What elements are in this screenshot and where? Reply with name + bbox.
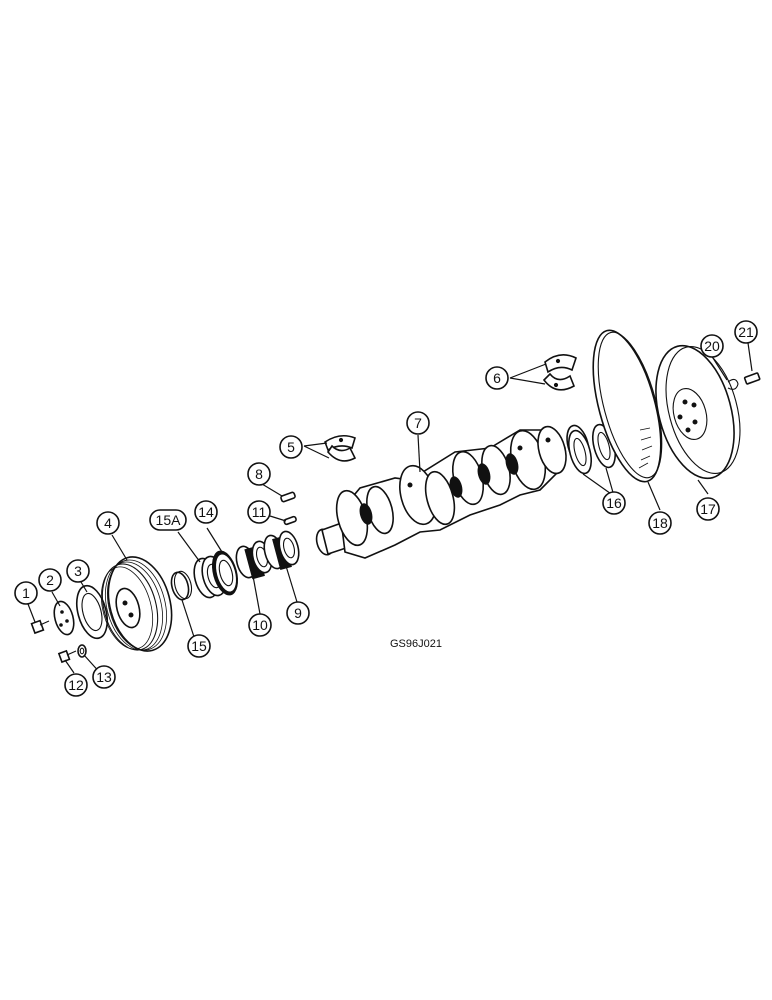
callout-17: 17 xyxy=(696,497,720,521)
svg-text:5: 5 xyxy=(287,439,295,455)
svg-text:7: 7 xyxy=(414,415,422,431)
part-crankshaft-7 xyxy=(315,424,590,559)
svg-text:20: 20 xyxy=(704,338,720,354)
part-clip-20 xyxy=(727,378,739,390)
part-pin-8 xyxy=(280,491,296,503)
callout-14: 14 xyxy=(194,500,218,524)
part-bearing-shells-6 xyxy=(542,354,577,391)
callout-2: 2 xyxy=(38,568,62,592)
svg-text:3: 3 xyxy=(74,563,82,579)
callout-7: 7 xyxy=(406,411,430,435)
callout-10: 10 xyxy=(248,613,272,637)
svg-text:9: 9 xyxy=(294,605,302,621)
svg-text:15A: 15A xyxy=(156,512,182,528)
callout-1: 1 xyxy=(14,581,38,605)
svg-text:15: 15 xyxy=(191,638,207,654)
svg-text:16: 16 xyxy=(606,495,622,511)
figure-code: GS96J021 xyxy=(390,638,442,650)
callout-13: 13 xyxy=(92,665,116,689)
part-bolt-21 xyxy=(743,372,761,385)
callout-5: 5 xyxy=(279,435,303,459)
callout-3: 3 xyxy=(66,559,90,583)
callout-18: 18 xyxy=(648,511,672,535)
callout-21: 21 xyxy=(734,320,758,344)
svg-text:8: 8 xyxy=(255,466,263,482)
svg-text:6: 6 xyxy=(493,370,501,386)
callout-15: 15 xyxy=(187,634,211,658)
part-flywheel-17 xyxy=(655,344,741,480)
part-pulley-4 xyxy=(100,556,173,652)
svg-text:21: 21 xyxy=(738,324,754,340)
part-ring-gear-18 xyxy=(592,329,663,483)
part-washer-13 xyxy=(77,644,87,658)
svg-text:17: 17 xyxy=(700,501,716,517)
part-bearing-shells-5 xyxy=(324,434,357,462)
leader-lines xyxy=(27,342,753,676)
callout-16: 16 xyxy=(602,491,626,515)
callout-11: 11 xyxy=(247,500,271,524)
part-ring-15 xyxy=(170,570,193,601)
svg-text:12: 12 xyxy=(68,677,84,693)
callout-12: 12 xyxy=(64,673,88,697)
part-bolt-12 xyxy=(57,649,77,664)
svg-text:1: 1 xyxy=(22,585,30,601)
svg-text:10: 10 xyxy=(252,617,268,633)
part-bearing-9 xyxy=(263,530,300,571)
svg-text:2: 2 xyxy=(46,572,54,588)
callout-8: 8 xyxy=(247,462,271,486)
part-seal-14 xyxy=(211,550,239,596)
svg-text:18: 18 xyxy=(652,515,668,531)
part-thrust-washers-16 xyxy=(567,423,617,475)
svg-text:11: 11 xyxy=(252,504,267,520)
svg-text:4: 4 xyxy=(104,515,112,531)
callout-4: 4 xyxy=(96,511,120,535)
callout-15a: 15A xyxy=(149,509,187,531)
svg-text:14: 14 xyxy=(198,504,214,520)
part-gasket-3 xyxy=(75,584,109,640)
callout-9: 9 xyxy=(286,601,310,625)
part-bolt-1 xyxy=(30,619,50,635)
callout-6: 6 xyxy=(485,366,509,390)
part-plate-2 xyxy=(53,600,75,636)
part-key-11 xyxy=(283,515,297,526)
svg-text:13: 13 xyxy=(96,669,112,685)
callout-20: 20 xyxy=(700,334,724,358)
